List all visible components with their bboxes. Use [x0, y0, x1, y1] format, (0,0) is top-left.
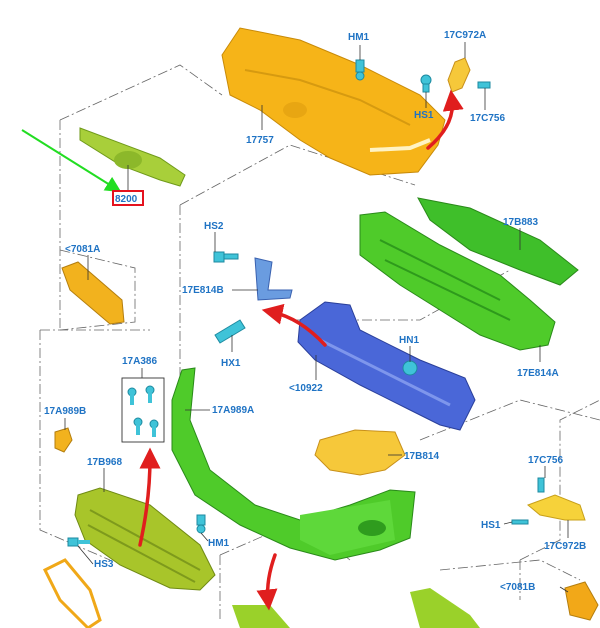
- label-hx1: HX1: [221, 358, 241, 369]
- lower-parts-partial: [232, 588, 480, 628]
- label-17a989a: 17A989A: [212, 405, 254, 416]
- deflector-7081b: [564, 581, 599, 621]
- hn1-fastener: [402, 360, 418, 376]
- hs3-fastener: [67, 537, 90, 547]
- label-hn1: HN1: [399, 335, 419, 346]
- label-8200: 8200: [115, 194, 138, 205]
- bracket-17b814: [314, 429, 406, 476]
- green-pointer-arrow-icon: [21, 129, 122, 193]
- assembly-arrows: [138, 89, 464, 611]
- hs2-fastener: [213, 251, 239, 263]
- a386-fastener-kit: [121, 377, 165, 443]
- bracket-17c972b: [527, 494, 586, 521]
- label-10922: <10922: [289, 383, 323, 394]
- hs1-top-fastener: [420, 74, 432, 93]
- bracket-17c972a: [447, 57, 471, 93]
- label-17c756-bottom: 17C756: [528, 455, 563, 466]
- grille-8200: [79, 127, 186, 187]
- label-hs1-bottom: HS1: [481, 520, 501, 531]
- bumper-beam-10922: [297, 301, 476, 431]
- hm1-top-fastener: [355, 59, 365, 81]
- label-17b814: 17B814: [404, 451, 439, 462]
- leader-lines: [64, 42, 569, 593]
- hx1-fastener: [214, 319, 246, 344]
- reinforcement-17b883: [417, 197, 579, 286]
- part-labels: HM1 17C972A HS1 17C756 17757 8200 <7081A…: [44, 30, 586, 593]
- label-17c972a: 17C972A: [444, 30, 486, 41]
- label-17c756-top: 17C756: [470, 113, 505, 124]
- red-arrow-icon: [426, 89, 464, 150]
- c756-top-fastener: [477, 81, 491, 89]
- label-17b883: 17B883: [503, 217, 538, 228]
- hs1-bottom-fastener: [511, 519, 529, 525]
- label-hs2: HS2: [204, 221, 224, 232]
- label-hs3: HS3: [94, 559, 114, 570]
- red-arrow-icon: [256, 553, 278, 611]
- label-17757: 17757: [246, 135, 274, 146]
- label-hs1-top: HS1: [414, 110, 434, 121]
- label-17a989b: 17A989B: [44, 406, 86, 417]
- label-17c972b: 17C972B: [544, 541, 586, 552]
- upper-bumper-cover-17757: [221, 27, 446, 176]
- label-7081a: <7081A: [65, 244, 100, 255]
- red-arrow-icon: [138, 447, 161, 547]
- label-17a386: 17A386: [122, 356, 157, 367]
- cap-17a989b: [54, 427, 73, 453]
- absorber-17e814a: [359, 211, 556, 351]
- label-hm1-bottom: HM1: [208, 538, 230, 549]
- bumper-cover-17a989a: [171, 367, 416, 561]
- label-17e814a: 17E814A: [517, 368, 559, 379]
- highlight-box: [112, 190, 144, 206]
- hm1-bottom-fastener: [196, 514, 206, 534]
- label-17b968: 17B968: [87, 457, 122, 468]
- trim-frame: [42, 558, 102, 628]
- label-hm1-top: HM1: [348, 32, 370, 43]
- label-17e814b: 17E814B: [182, 285, 224, 296]
- lower-grille-17b968: [74, 487, 216, 591]
- deflector-7081a: [61, 261, 125, 325]
- c756-bottom-fastener: [537, 477, 545, 493]
- label-7081b: <7081B: [500, 582, 535, 593]
- red-arrow-icon: [261, 303, 327, 347]
- bracket-17e814b: [254, 257, 293, 301]
- fasteners: [67, 59, 545, 547]
